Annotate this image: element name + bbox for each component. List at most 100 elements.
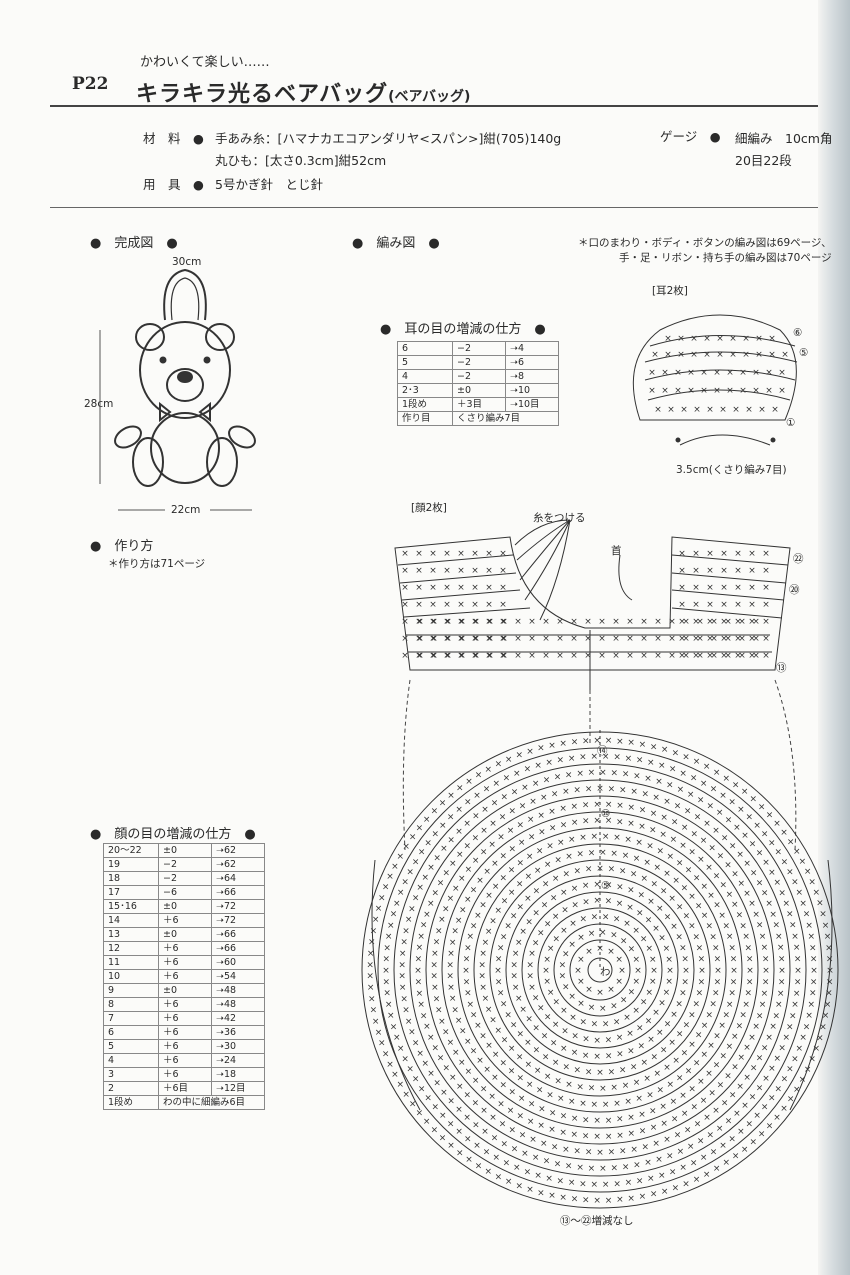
stitch-mark: × — [626, 651, 634, 661]
face-table-cell-total: ➝36 — [211, 1025, 265, 1040]
stitch-mark: × — [471, 566, 479, 576]
stitch-mark: × — [687, 1142, 695, 1152]
stitch-mark: × — [720, 617, 728, 627]
stitch-mark: × — [641, 1058, 649, 1068]
stitch-mark: × — [720, 1051, 728, 1061]
stitch-mark: × — [509, 807, 517, 817]
stitch-mark: × — [588, 1084, 596, 1094]
stitch-mark: × — [681, 823, 689, 833]
stitch-mark: × — [503, 1159, 511, 1169]
stitch-mark: × — [716, 350, 724, 360]
stitch-mark: × — [709, 1000, 717, 1010]
stitch-mark: × — [440, 1088, 448, 1098]
stitch-mark: × — [485, 634, 493, 644]
stitch-mark: × — [499, 1120, 507, 1130]
stitch-mark: × — [748, 899, 756, 909]
stitch-mark: × — [799, 1033, 807, 1043]
stitch-mark: × — [398, 972, 406, 982]
stitch-mark: × — [692, 566, 700, 576]
stitch-mark: × — [694, 812, 702, 822]
stitch-mark: × — [485, 617, 493, 627]
stitch-mark: × — [692, 617, 700, 627]
face-table-cell-change: −2 — [158, 857, 212, 872]
stitch-mark: × — [635, 838, 643, 848]
stitch-mark: × — [623, 919, 631, 929]
stitch-mark: × — [809, 943, 817, 953]
stitch-mark: × — [385, 1000, 393, 1010]
materials-cord: 丸ひも：[太さ0.3cm]紺52cm — [215, 153, 387, 168]
dim-height: 28cm — [84, 398, 114, 410]
face-table-cell-row: 3 — [103, 1067, 159, 1082]
stitch-mark: × — [766, 1121, 774, 1131]
ear-table-cell-change: −2 — [452, 369, 506, 384]
stitch-mark: × — [491, 1134, 499, 1144]
stitch-mark: × — [571, 884, 579, 894]
stitch-mark: × — [424, 1094, 432, 1104]
stitch-mark: × — [706, 634, 714, 644]
stitch-mark: × — [585, 784, 593, 794]
stitch-mark: × — [729, 350, 737, 360]
stitch-mark: × — [497, 833, 505, 843]
stitch-mark: × — [616, 899, 624, 909]
stitch-mark: × — [442, 1028, 450, 1038]
stitch-mark: × — [551, 790, 559, 800]
tools-label: 用 具 ● — [143, 177, 204, 192]
stitch-mark: × — [456, 1148, 464, 1158]
stitch-mark: × — [544, 920, 552, 930]
stitch-mark: × — [593, 1052, 601, 1062]
stitch-mark: × — [508, 1067, 516, 1077]
stitch-mark: × — [416, 617, 424, 627]
stitch-mark: × — [552, 1020, 560, 1030]
stitch-mark: × — [658, 999, 666, 1009]
face-table-cell-change: ±0 — [158, 983, 212, 998]
stitch-mark: × — [731, 900, 739, 910]
stitch-mark: × — [608, 784, 616, 794]
stitch-mark: × — [537, 1003, 545, 1013]
stitch-mark: × — [510, 912, 518, 922]
stitch-mark: × — [778, 386, 786, 396]
face-table-cell-row: 4 — [103, 1053, 159, 1068]
stitch-mark: × — [598, 651, 606, 661]
stitch-mark: × — [455, 1105, 463, 1115]
stitch-mark: × — [803, 1022, 811, 1032]
stitch-mark: × — [611, 769, 619, 779]
face-table-row: 1段めわの中に細編み6目 — [103, 1095, 265, 1110]
stitch-mark: × — [665, 955, 673, 965]
stitch-mark: × — [517, 1030, 525, 1040]
stitch-mark: × — [540, 793, 548, 803]
stitch-mark: × — [622, 1081, 630, 1091]
stitch-mark: × — [485, 891, 493, 901]
stitch-mark: × — [810, 955, 818, 965]
stitch-mark: × — [494, 966, 502, 976]
stitch-mark: × — [402, 926, 410, 936]
stitch-mark: × — [470, 1011, 478, 1021]
stitch-mark: × — [501, 1035, 509, 1045]
stitch-mark: × — [429, 566, 437, 576]
stitch-mark: × — [401, 600, 409, 610]
stitch-mark: × — [643, 1074, 651, 1084]
stitch-mark: × — [691, 829, 699, 839]
ear-chain-label: 3.5cm(くさり編み7目) — [676, 464, 787, 476]
stitch-mark: × — [519, 1005, 527, 1015]
stitch-mark: × — [738, 634, 746, 644]
stitch-mark: × — [542, 1052, 550, 1062]
stitch-mark: × — [537, 1121, 545, 1131]
stitch-mark: × — [402, 842, 410, 852]
stitch-mark: × — [633, 772, 641, 782]
stitch-mark: × — [692, 651, 700, 661]
stitch-mark: × — [613, 833, 621, 843]
finished-heading: ● 完成図 ● — [90, 236, 178, 251]
stitch-mark: × — [542, 966, 550, 976]
stitch-mark: × — [698, 977, 706, 987]
stitch-mark: × — [557, 1176, 565, 1186]
face-table-row: 15･16±0➝72 — [103, 899, 265, 914]
stitch-mark: × — [707, 891, 715, 901]
stitch-mark: × — [804, 1065, 812, 1075]
stitch-mark: × — [756, 849, 764, 859]
stitch-mark: × — [652, 924, 660, 934]
stitch-mark: × — [768, 868, 776, 878]
stitch-mark: × — [580, 915, 588, 925]
stitch-mark: × — [618, 966, 626, 976]
stitch-mark: × — [457, 651, 465, 661]
stitch-mark: × — [724, 1072, 732, 1082]
